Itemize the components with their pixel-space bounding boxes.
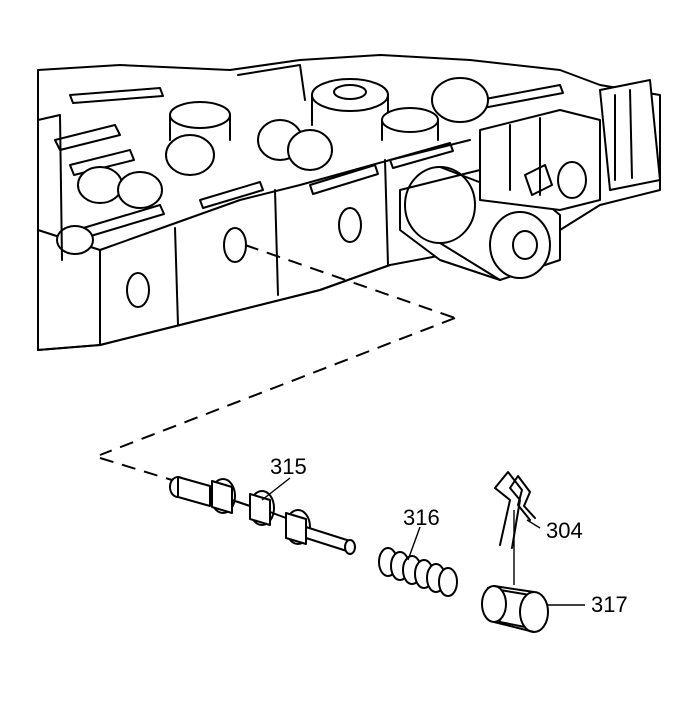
wiring-connector [479,79,661,211]
spring-316 [378,547,458,597]
alignment-lines [99,244,456,481]
callout-316: 316 [403,505,440,530]
valve-body [37,54,661,351]
leader-lines [261,477,585,606]
plug-317 [481,585,549,633]
callout-317: 317 [591,592,628,617]
callout-315: 315 [270,454,307,479]
callout-304: 304 [546,518,583,543]
valve-315 [169,476,356,555]
retainer-clip-304 [494,471,536,585]
bore-spools [56,77,489,255]
